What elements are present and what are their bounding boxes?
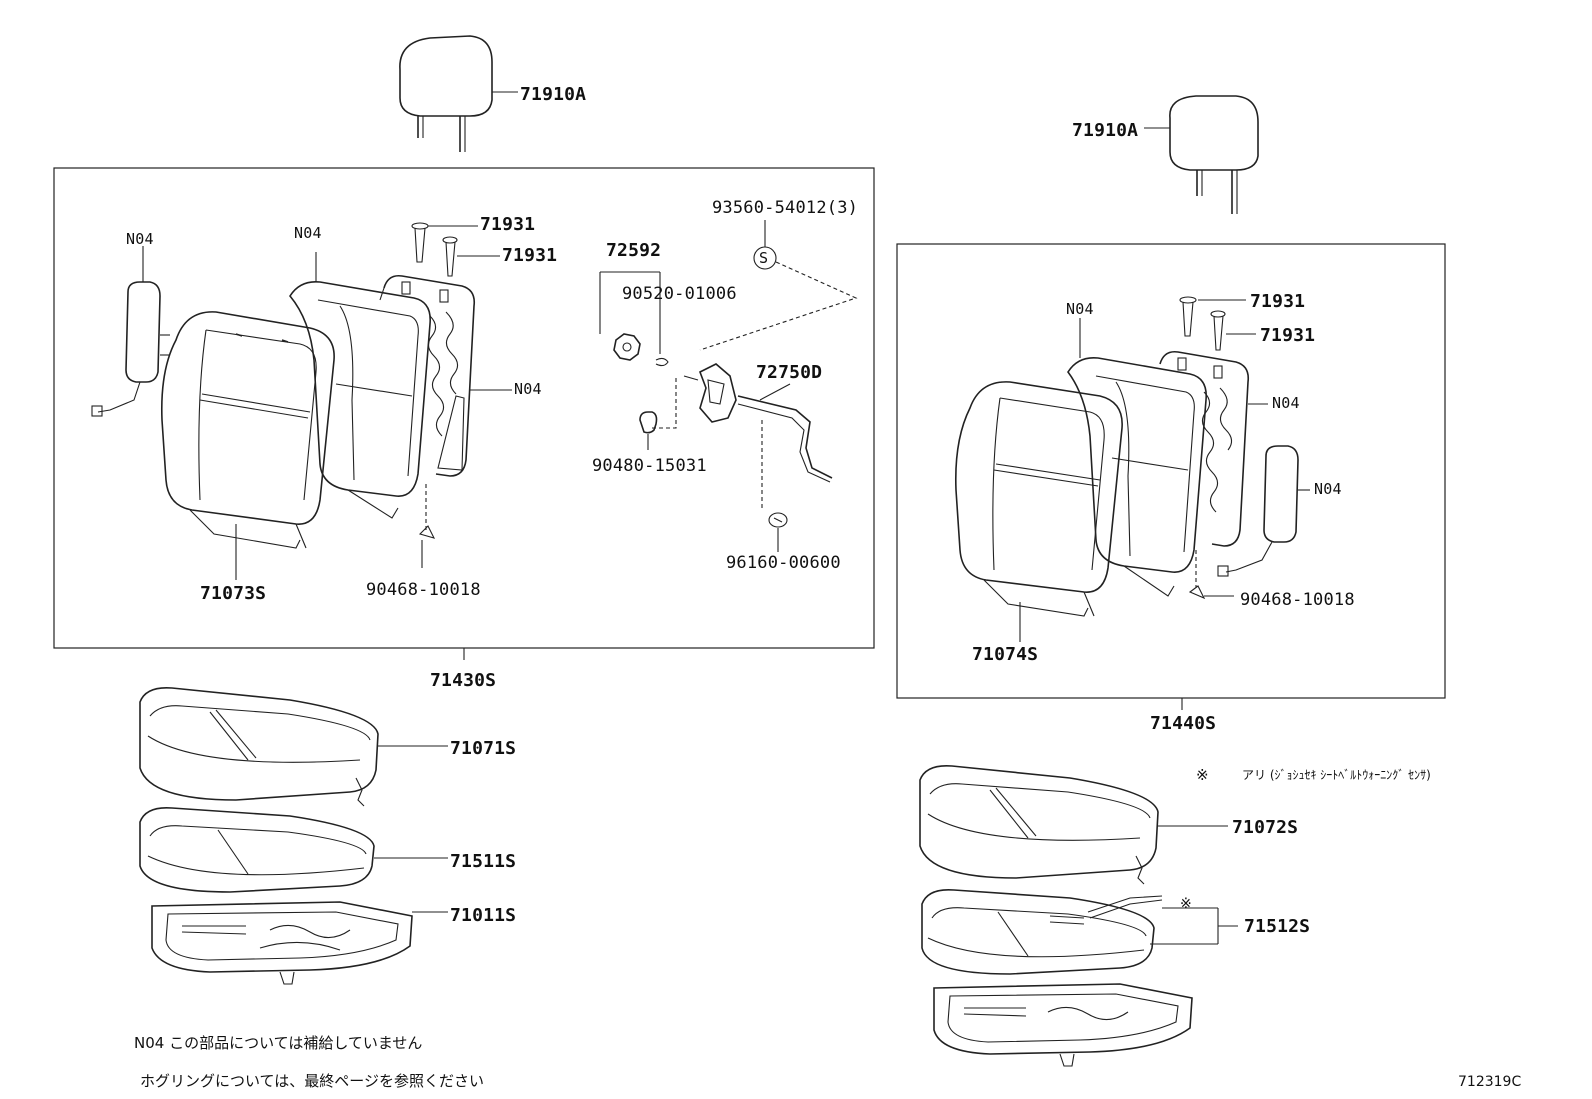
label-n04-pad-right: N04 (1066, 300, 1094, 318)
label-71512s: 71512S (1244, 916, 1311, 937)
label-n04-airbag-right: N04 (1314, 480, 1342, 498)
label-90468-10018-left: 90468-10018 (366, 580, 481, 600)
label-n04-airbag-left: N04 (126, 230, 154, 248)
label-71071s: 71071S (450, 738, 517, 759)
label-71073s: 71073S (200, 583, 267, 604)
pins-71931-left (411, 222, 500, 277)
label-71931-left-1: 71931 (480, 214, 536, 235)
label-sensor-note: アリ (ｼﾞｮｼｭｾｷ ｼｰﾄﾍﾞﾙﾄｳｫｰﾆﾝｸﾞ ｾﾝｻ) (1242, 768, 1431, 782)
cushion-pad-right (921, 888, 1238, 975)
pins-71931-right (1179, 296, 1256, 351)
cushion-frame-left (151, 901, 448, 985)
label-ref-mark: ※ (1196, 766, 1209, 784)
headrest-right (1144, 95, 1259, 214)
label-90520-01006: 90520-01006 (622, 284, 737, 304)
right-seatback-box (896, 243, 1446, 699)
clip-90468-left (418, 484, 436, 568)
seatback-frame-right (1159, 350, 1268, 547)
clip-90468-right (1188, 550, 1234, 600)
label-90468-10018-right: 90468-10018 (1240, 590, 1355, 610)
cushion-frame-right (933, 983, 1193, 1067)
label-71430s: 71430S (430, 670, 497, 691)
note-n04: N04 この部品については補給していません (134, 1034, 423, 1052)
label-71931-left-2: 71931 (502, 245, 558, 266)
seatback-frame-left (379, 274, 512, 477)
bolt-93560-link (699, 220, 858, 351)
seatback-cover-right (954, 381, 1123, 642)
label-96160-00600: 96160-00600 (726, 553, 841, 573)
side-airbag-left (91, 246, 170, 417)
label-72592: 72592 (606, 240, 662, 261)
label-71440s: 71440S (1150, 713, 1217, 734)
diagram-id: 712319C (1458, 1074, 1522, 1090)
label-71511s: 71511S (450, 851, 517, 872)
label-71910a-left: 71910A (520, 84, 587, 105)
label-71074s: 71074S (972, 644, 1039, 665)
side-airbag-right (1217, 445, 1310, 577)
label-93560-54012: 93560-54012(3) (712, 198, 859, 218)
label-n04-frame-right: N04 (1272, 394, 1300, 412)
label-71072s: 71072S (1232, 817, 1299, 838)
label-71931-right-1: 71931 (1250, 291, 1306, 312)
label-n04-pad-left: N04 (294, 224, 322, 242)
cushion-cover-right (919, 764, 1228, 885)
label-72750d: 72750D (756, 362, 823, 383)
cushion-cover-left (139, 686, 448, 807)
label-71931-right-2: 71931 (1260, 325, 1316, 346)
seatback-cover-left (160, 311, 335, 580)
headrest-left (399, 35, 518, 152)
label-90480-15031: 90480-15031 (592, 456, 707, 476)
label-n04-frame-left: N04 (514, 380, 542, 398)
seatback-pad-left (289, 252, 431, 519)
seatback-pad-right (1067, 318, 1207, 597)
note-hog-ring: ホグリングについては、最終ページを参照ください (140, 1072, 484, 1090)
cushion-pad-left (139, 806, 448, 893)
recliner-parts-left (599, 271, 833, 552)
label-ref-mark-small: ※ (1180, 896, 1192, 912)
label-s-symbol: S (759, 249, 769, 267)
label-71011s: 71011S (450, 905, 517, 926)
label-71910a-right: 71910A (1072, 120, 1139, 141)
